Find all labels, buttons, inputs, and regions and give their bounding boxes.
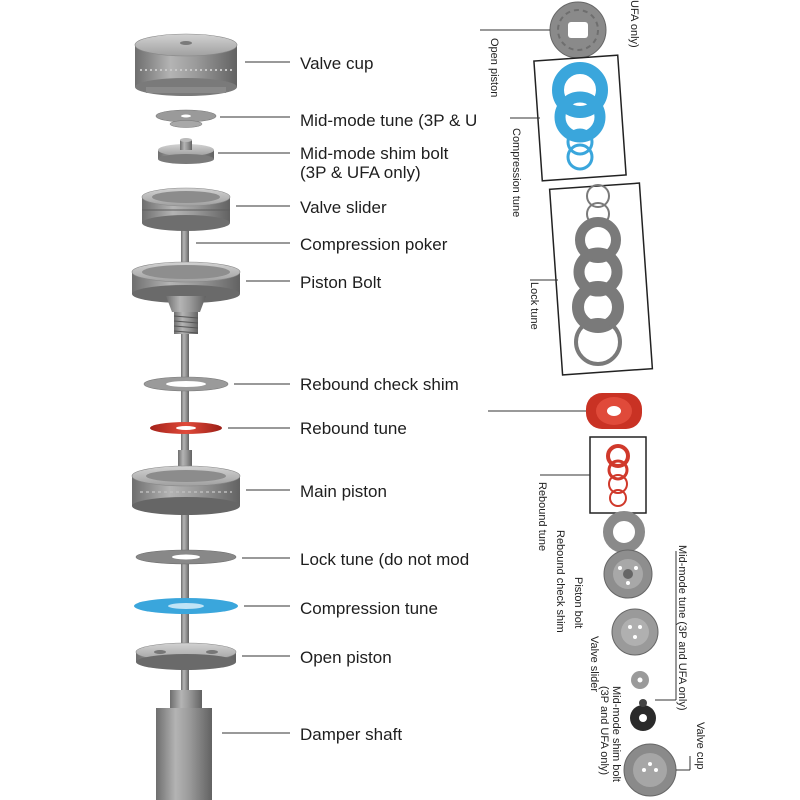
label-valve-cup: Valve cup [300, 54, 374, 73]
lock-tune-part [135, 549, 237, 565]
right-label-open-piston: Open piston [488, 38, 500, 98]
right-leader-lines [655, 551, 691, 771]
rebound-tune-part [150, 422, 222, 434]
right-label-piston-bolt: Piston bolt [572, 577, 584, 629]
compression-tune-part [134, 598, 238, 614]
label-mid-mode-shim-bolt-line2: (3P & UFA only) [300, 163, 421, 182]
rebound-check-shim-ring [603, 511, 645, 553]
rebound-tune-cylinder [586, 393, 642, 429]
open-piston-part [135, 642, 237, 670]
compression-tune-shims [552, 62, 608, 171]
mid-mode-shim-bolt-part [158, 138, 214, 164]
open-piston-disc [549, 1, 607, 59]
right-label-ufa-only: UFA only) [628, 0, 640, 48]
label-damper-shaft: Damper shaft [300, 725, 403, 744]
label-rebound-check-shim: Rebound check shim [300, 375, 459, 394]
leader-lines [196, 61, 290, 734]
lock-tune-shims [572, 184, 624, 366]
mid-mode-tune-part [155, 109, 217, 128]
valve-cup-disc [623, 743, 677, 797]
shaft-spacer [178, 450, 192, 466]
rebound-check-shim-part [143, 376, 229, 392]
right-label-compression-tune: Compression tune [510, 128, 522, 218]
exploded-view-panel: Valve cup Mid-mode tune (3P & U Mid-mode… [131, 33, 478, 800]
piston-bolt-part [131, 261, 241, 334]
exploded-view-drawing [131, 33, 290, 800]
rebound-shims [606, 444, 630, 507]
damper-shaft-part [156, 690, 212, 800]
right-label-lock-tune: Lock tune [528, 282, 540, 330]
valve-slider-disc [611, 608, 659, 656]
valve-slider-part [141, 187, 231, 231]
right-label-mid-mode-shim-bolt-line2: (3P and UFA only) [598, 686, 610, 776]
right-label-rebound-check-shim: Rebound check shim [554, 530, 566, 633]
label-open-piston: Open piston [300, 648, 392, 667]
label-mid-mode-tune: Mid-mode tune (3P & U [300, 111, 478, 130]
label-piston-bolt: Piston Bolt [300, 273, 382, 292]
label-valve-slider: Valve slider [300, 198, 387, 217]
right-label-rebound-tune: Rebound tune [536, 482, 548, 552]
label-compression-tune: Compression tune [300, 599, 438, 618]
rotated-parts-panel: UFA only) Open piston Compression tune L… [480, 0, 800, 800]
label-rebound-tune: Rebound tune [300, 419, 407, 438]
label-mid-mode-shim-bolt-line1: Mid-mode shim bolt [300, 144, 449, 163]
right-label-mid-mode-tune: Mid-mode tune (3P and UFA only) [676, 545, 688, 711]
main-piston-part [131, 465, 241, 515]
mid-mode-shim-bolt-disc [630, 699, 656, 731]
right-label-valve-slider: Valve slider [588, 636, 600, 693]
rotated-parts-drawing [480, 1, 691, 797]
compression-tune-box [533, 54, 627, 182]
label-lock-tune: Lock tune (do not mod [300, 550, 470, 569]
valve-cup-part [134, 33, 238, 96]
label-main-piston: Main piston [300, 482, 387, 501]
piston-bolt-disc [603, 549, 653, 599]
lock-tune-box [548, 182, 654, 376]
mid-mode-tune-small [631, 671, 649, 689]
right-label-valve-cup: Valve cup [694, 722, 706, 770]
label-compression-poker: Compression poker [300, 235, 448, 254]
right-label-mid-mode-shim-bolt-line1: Mid-mode shim bolt [610, 686, 622, 782]
